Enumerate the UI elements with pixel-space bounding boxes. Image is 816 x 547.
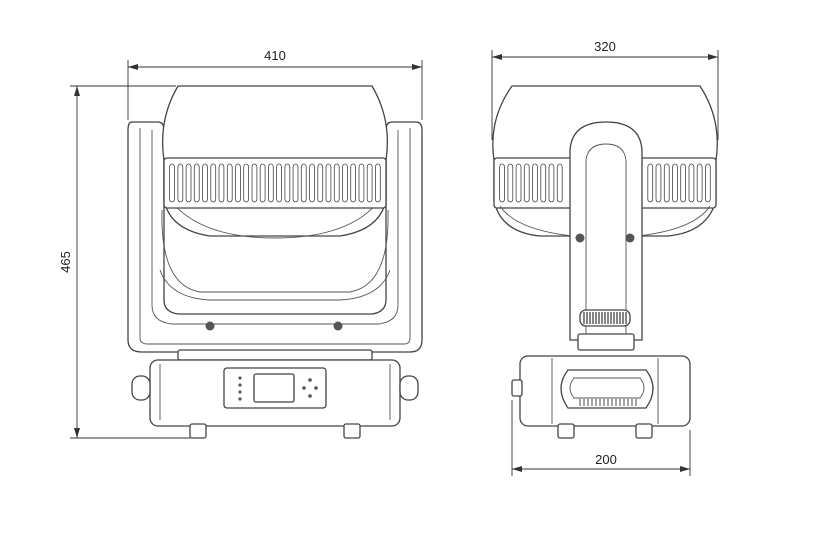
cooling-fin	[185, 163, 192, 203]
front-head	[159, 85, 391, 301]
cooling-fin	[259, 163, 266, 203]
cooling-fin	[235, 163, 241, 203]
dimension-base-depth: 200	[511, 400, 691, 476]
cooling-fin	[251, 163, 258, 203]
cooling-fin	[647, 163, 654, 203]
cooling-fin	[688, 163, 695, 203]
cooling-fin	[177, 163, 184, 203]
front-view: 410 465	[58, 48, 423, 439]
dimension-front-height: 465	[58, 85, 190, 439]
cooling-fin	[507, 163, 514, 203]
cooling-fin	[210, 163, 217, 203]
cooling-fin	[366, 163, 373, 203]
cooling-fin	[358, 163, 365, 203]
cooling-fin	[317, 163, 324, 203]
knob-grip	[583, 312, 627, 324]
cooling-fin	[193, 163, 200, 203]
cooling-fin	[267, 163, 274, 203]
cooling-fin	[243, 163, 249, 203]
dimension-front-width: 410	[127, 48, 423, 120]
cooling-fin	[284, 163, 291, 203]
side-view: 320 200	[491, 39, 719, 476]
cooling-fin	[499, 163, 505, 203]
cooling-fin	[540, 163, 547, 203]
front-base	[131, 349, 419, 439]
front-yoke	[127, 121, 423, 353]
cooling-fin	[300, 163, 307, 203]
cooling-fin	[663, 163, 670, 203]
side-cooling-fins	[499, 163, 711, 203]
cooling-fin	[202, 163, 208, 203]
cooling-fin	[292, 163, 299, 203]
side-base	[511, 355, 691, 439]
cooling-fin	[309, 163, 315, 203]
front-cooling-fins	[169, 163, 381, 203]
base-vents	[579, 399, 637, 406]
dimension-label-side-depth: 320	[594, 39, 616, 54]
cooling-fin	[548, 163, 555, 203]
cooling-fin	[218, 163, 225, 203]
dimension-label-base-depth: 200	[595, 452, 617, 467]
cooling-fin	[325, 163, 332, 203]
cooling-fin	[705, 163, 711, 203]
dimension-label-front-height: 465	[58, 251, 73, 273]
side-yoke-arm	[569, 121, 643, 351]
cooling-fin	[680, 163, 687, 203]
cooling-fin	[276, 163, 282, 203]
cooling-fin	[226, 163, 233, 203]
cooling-fin	[374, 163, 381, 203]
dimension-side-depth: 320	[491, 39, 719, 140]
cooling-fin	[556, 163, 563, 203]
cooling-fin	[523, 163, 530, 203]
display-screen	[253, 373, 295, 403]
cooling-fin	[169, 163, 175, 203]
cooling-fin	[350, 163, 357, 203]
dimension-label-front-width: 410	[264, 48, 286, 63]
cooling-fin	[515, 163, 522, 203]
cooling-fin	[696, 163, 703, 203]
cooling-fin	[333, 163, 340, 203]
cooling-fin	[342, 163, 348, 203]
cooling-fin	[672, 163, 678, 203]
cooling-fin	[532, 163, 538, 203]
cooling-fin	[655, 163, 662, 203]
